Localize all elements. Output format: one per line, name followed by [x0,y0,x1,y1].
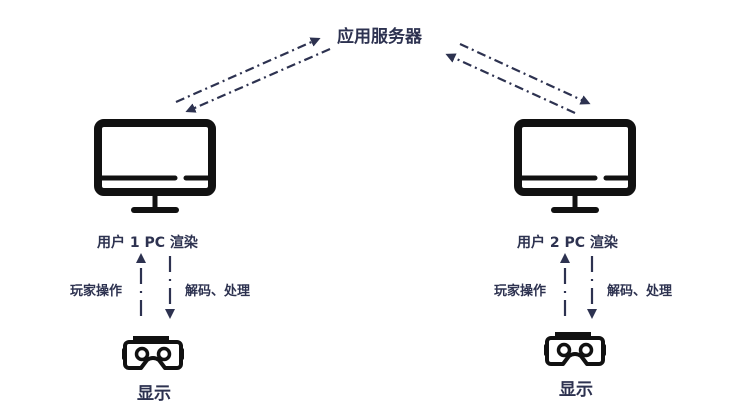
vr-headset-icon [122,336,184,370]
arrow-pc1-to-server [175,37,321,104]
pc1-input-label: 玩家操作 [70,284,123,299]
pc1-output-label: 解码、处理 [185,284,251,299]
pc2-output-label: 解码、处理 [607,284,673,299]
pc2-input-label: 玩家操作 [494,284,547,299]
server-label: 应用服务器 [337,27,422,47]
monitor-icon [94,119,216,213]
monitor-icon [514,119,636,213]
arrow-server-to-pc1 [185,47,331,113]
vr-headset-icon [544,332,606,366]
display1-label: 显示 [137,384,171,404]
pc2-label: 用户 2 PC 渲染 [517,235,618,251]
display2-label: 显示 [559,380,593,400]
pc1-label: 用户 1 PC 渲染 [97,235,198,251]
arrow-server-to-pc2 [459,43,591,105]
arrow-pc2-to-server [445,53,576,115]
